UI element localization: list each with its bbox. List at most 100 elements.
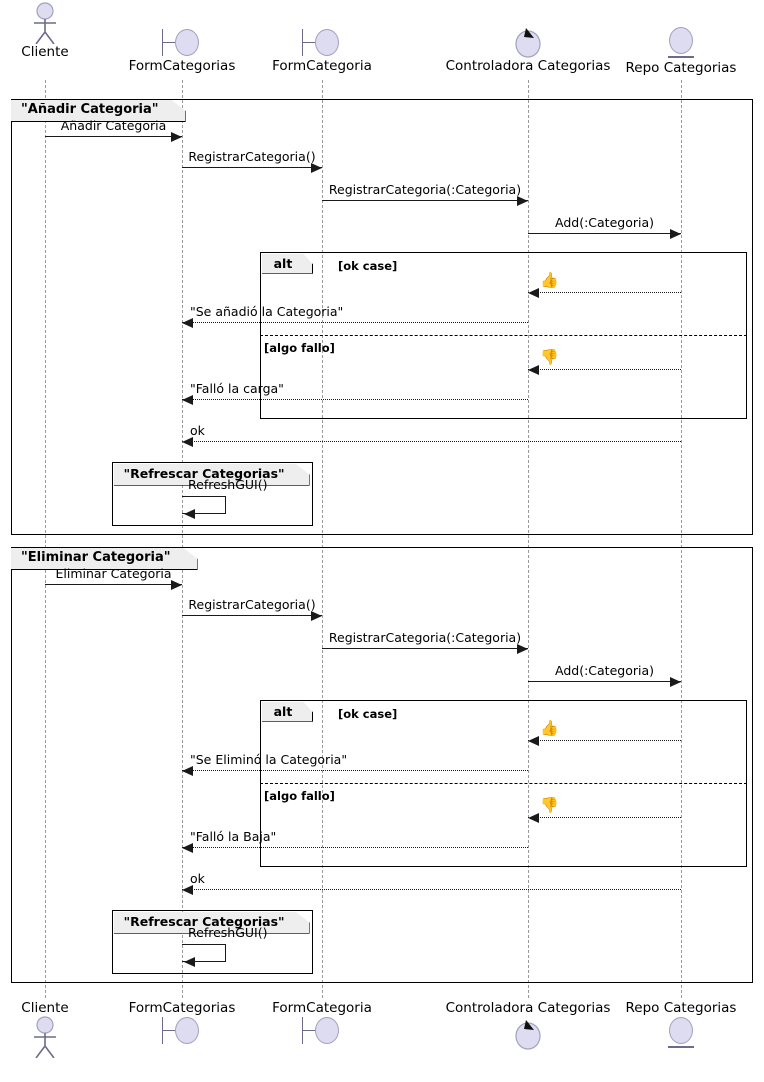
alt-guard-0-1: [algo fallo] — [264, 341, 335, 355]
message-line — [182, 770, 528, 771]
message-label: "Falló la Baja" — [190, 829, 277, 844]
boundary-circle-icon — [175, 1017, 199, 1044]
lifeline-controladora-categorias — [527, 80, 529, 998]
lifeline-cliente — [44, 80, 46, 998]
message-label: Add(:Categoria) — [555, 663, 654, 678]
self-message-loop — [182, 496, 226, 514]
message-arrow-head — [528, 287, 539, 298]
entity-underline-icon — [668, 56, 694, 58]
participant-label: Cliente — [21, 44, 69, 60]
message-line — [45, 136, 182, 137]
participant-label: Controladora Categorias — [445, 58, 611, 74]
participant-label: Repo Categorias — [625, 1000, 737, 1016]
alt-guard-1-1: [algo fallo] — [264, 789, 335, 803]
message-label: "Falló la carga" — [190, 381, 284, 396]
boundary-bar-icon — [302, 1017, 304, 1044]
actor-icon — [34, 2, 56, 44]
boundary-bar-icon — [162, 29, 164, 56]
message-label: ok — [190, 871, 205, 886]
message-line — [322, 200, 528, 201]
subgroup-fragment-label-1: "Refrescar Categorias" — [114, 912, 310, 934]
message-arrow-head — [528, 812, 539, 823]
message-line — [528, 740, 681, 741]
message-label: Añadir Categoria — [60, 118, 167, 133]
message-arrow-head — [182, 765, 193, 776]
participant-foot-2: FormCategoria — [232, 1000, 412, 1046]
message-line — [182, 167, 322, 168]
message-arrow-head — [182, 436, 193, 447]
message-arrow-head — [184, 509, 195, 519]
message-arrow-head — [182, 317, 193, 328]
participant-label: FormCategoria — [272, 1000, 372, 1016]
message-arrow-head — [517, 643, 528, 654]
participant-label: FormCategorias — [128, 1000, 236, 1016]
participant-head-0: Cliente — [0, 2, 135, 60]
actor-icon — [0, 2, 135, 44]
message-arrow-head — [182, 842, 193, 853]
subgroup-fragment-0 — [112, 462, 313, 526]
boundary-connector-icon — [163, 42, 175, 44]
group-fragment-label-0: "Añadir Categoria" — [11, 100, 186, 122]
message-arrow-head — [517, 195, 528, 206]
message-label: RegistrarCategoria(:Categoria) — [328, 182, 522, 197]
message-arrow-head — [670, 676, 681, 687]
boundary-icon — [92, 1016, 272, 1046]
control-icon — [515, 1020, 541, 1050]
message-line — [182, 847, 528, 848]
message-line — [45, 584, 182, 585]
participant-label: Cliente — [21, 1000, 69, 1016]
message-label: Add(:Categoria) — [555, 215, 654, 230]
message-label: "Se añadió la Categoria" — [190, 304, 344, 319]
boundary-icon — [92, 28, 272, 58]
participant-foot-0: Cliente — [0, 1000, 135, 1058]
group-fragment-1 — [11, 547, 753, 983]
thumbs-down-glyph: 👎 — [540, 348, 559, 366]
participant-head-1: FormCategorias — [92, 28, 272, 74]
message-label: RefreshGUI() — [188, 477, 268, 492]
alt-guard-0-0: [ok case] — [338, 259, 398, 273]
boundary-bar-icon — [302, 29, 304, 56]
self-message-loop — [182, 944, 226, 962]
message-line — [182, 441, 681, 442]
alt-fragment-label-1: alt — [262, 702, 314, 722]
actor-icon — [34, 1016, 56, 1058]
message-arrow-head — [184, 957, 195, 967]
thumbs-up-glyph: 👍 — [540, 271, 559, 289]
control-icon — [515, 28, 541, 58]
message-arrow-head — [670, 228, 681, 239]
participant-foot-4: Repo Categorias — [591, 1000, 764, 1050]
boundary-connector-icon — [303, 42, 315, 44]
boundary-circle-icon — [315, 1017, 339, 1044]
message-arrow-head — [182, 394, 193, 405]
actor-icon — [0, 1016, 135, 1058]
boundary-icon — [232, 28, 412, 58]
boundary-circle-icon — [175, 29, 199, 56]
alt-fragment-label-0: alt — [262, 254, 314, 274]
message-label: RegistrarCategoria(:Categoria) — [328, 630, 522, 645]
message-line — [528, 369, 681, 370]
alt-branch-divider-0 — [260, 335, 747, 336]
message-arrow-head — [171, 131, 182, 142]
thumbs-down-glyph: 👎 — [540, 796, 559, 814]
participant-head-3: Controladora Categorias — [438, 24, 618, 74]
message-line — [528, 681, 681, 682]
participant-label: FormCategoria — [272, 58, 372, 74]
message-arrow-head — [171, 579, 182, 590]
subgroup-fragment-label-0: "Refrescar Categorias" — [114, 464, 310, 486]
message-arrow-head — [182, 884, 193, 895]
message-line — [182, 322, 528, 323]
control-icon — [438, 24, 618, 58]
participant-label: Repo Categorias — [625, 60, 737, 76]
alt-branch-divider-1 — [260, 783, 747, 784]
participant-label: FormCategorias — [128, 58, 236, 74]
participant-foot-3: Controladora Categorias — [438, 1000, 618, 1050]
group-fragment-0 — [11, 99, 753, 535]
message-label: Eliminar Categoria — [55, 566, 172, 581]
lifeline-formcategoria — [321, 80, 323, 998]
message-line — [182, 889, 681, 890]
boundary-circle-icon — [315, 29, 339, 56]
subgroup-fragment-1 — [112, 910, 313, 974]
message-arrow-head — [528, 364, 539, 375]
message-label: RefreshGUI() — [188, 925, 268, 940]
